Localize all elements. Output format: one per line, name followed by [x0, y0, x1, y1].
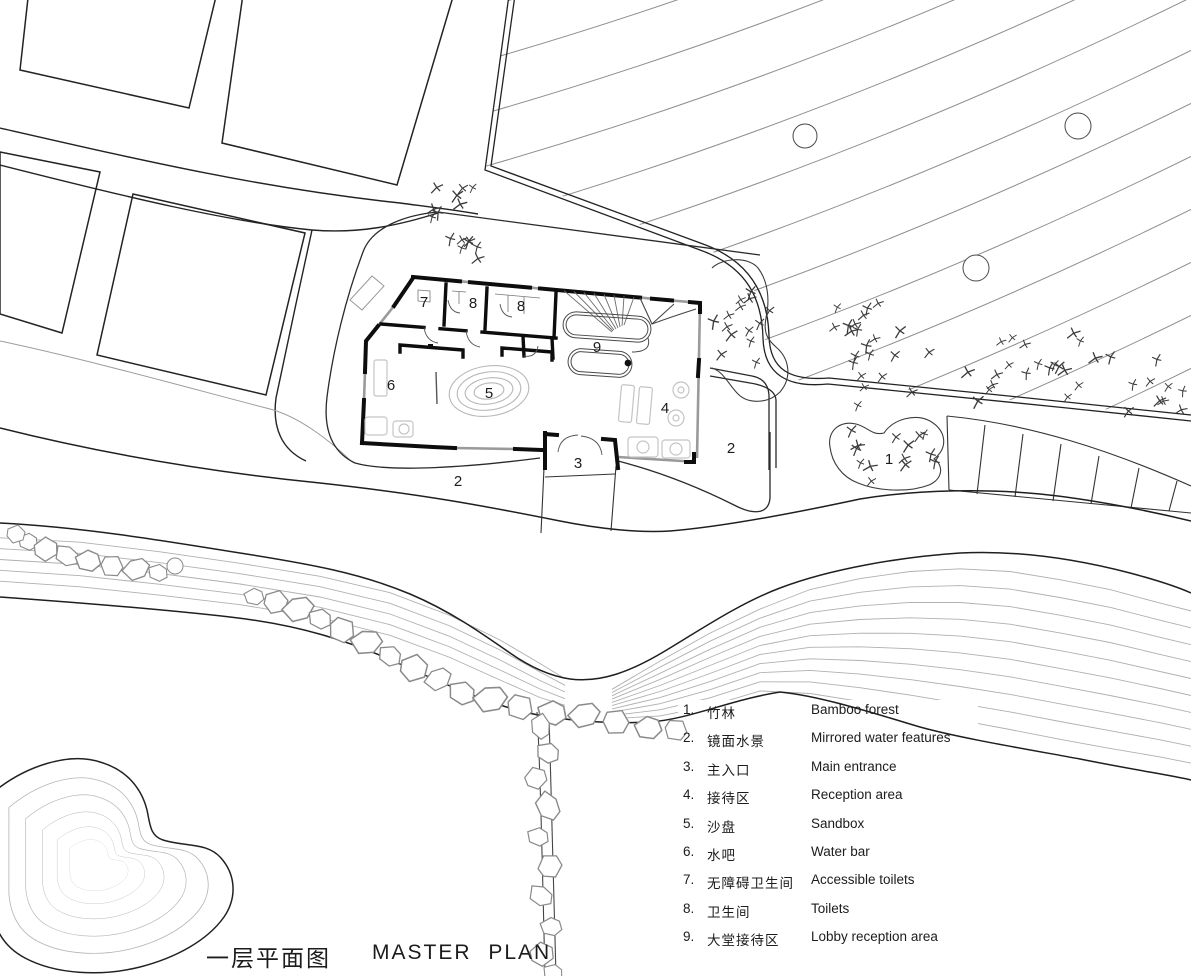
legend-cn: 接待区 [707, 791, 751, 807]
legend-cn: 镜面水景 [707, 734, 765, 750]
exterior-walls [359, 274, 702, 471]
stream-rocks [6, 524, 691, 976]
road-curve-diagonal [274, 229, 313, 462]
plan-number-labels: 7 8 8 9 6 5 4 3 2 2 1 [387, 294, 893, 490]
plaza-top-edge [437, 211, 761, 256]
legend-en: Main entrance [811, 758, 897, 774]
parcel-1 [19, 0, 216, 109]
corner-door-leaf [349, 275, 385, 311]
legend-row: 7. 无障碍卫生间 Accessible toilets [683, 872, 983, 900]
label-water-bar: 6 [387, 377, 395, 394]
interior-walls [379, 282, 558, 362]
shrub-blob-outline [711, 259, 789, 402]
legend-num: 1. [683, 702, 695, 717]
legend-cn: 主入口 [707, 762, 751, 778]
legend-num: 3. [683, 758, 695, 774]
legend-num: 8. [683, 900, 695, 916]
stream-lower-bank [0, 596, 1191, 781]
label-lobby: 9 [593, 339, 601, 356]
stepped-path-band [946, 415, 1191, 514]
legend-num: 5. [683, 815, 695, 831]
legend-cn: 沙盘 [707, 819, 736, 835]
plaza-left-edge [325, 211, 541, 469]
screen-line [435, 371, 438, 405]
legend-row: 6. 水吧 Water bar [683, 844, 983, 872]
door-arcs [423, 299, 603, 456]
bamboo-symbols [426, 181, 1190, 488]
legend-row: 4. 接待区 Reception area [683, 787, 983, 815]
legend-row: 8. 卫生间 Toilets [683, 901, 983, 929]
legend-cn: 竹林 [707, 706, 736, 721]
legend-backdrop [678, 700, 978, 960]
planting-areas [711, 259, 945, 491]
legend-row: 5. 沙盘 Sandbox [683, 816, 983, 844]
label-water-right: 2 [727, 440, 735, 457]
field-fence-outer [484, 0, 1191, 422]
toilet-stalls [417, 289, 541, 314]
field-fence-inner [490, 0, 1191, 416]
legend: 1. 竹林 Bamboo forest 2. 镜面水景 Mirrored water f… [683, 702, 983, 958]
garden-path-b [709, 375, 777, 468]
parcel-4 [96, 193, 306, 396]
label-toilet-b: 8 [517, 298, 525, 315]
label-bamboo-forest: 1 [885, 451, 893, 468]
parcel-2 [221, 0, 453, 186]
parcel-3 [0, 151, 101, 334]
legend-en: Mirrored water features [811, 730, 951, 746]
column-marker [428, 344, 433, 349]
legend-num: 2. [683, 730, 695, 746]
label-entrance: 3 [574, 455, 582, 472]
legend-en: Water bar [811, 843, 870, 859]
legend-en: Bamboo forest [811, 702, 899, 717]
sidewalk-line [0, 340, 351, 461]
legend-en: Toilets [811, 900, 850, 916]
legend-en: Accessible toilets [811, 872, 915, 888]
plaza-right-edge [617, 432, 771, 513]
road-edge-lower [0, 164, 439, 232]
stream [0, 522, 1191, 976]
building-plan [349, 274, 702, 534]
legend-cn: 水吧 [707, 847, 736, 863]
bamboo-forest-outline [829, 416, 945, 491]
legend-row: 3. 主入口 Main entrance [683, 759, 983, 787]
tree-circles [792, 112, 1092, 282]
legend-row: 2. 镜面水景 Mirrored water features [683, 730, 983, 758]
sandbox-ovals [448, 365, 530, 417]
pond [0, 757, 234, 974]
label-accessible-toilet: 7 [420, 294, 428, 311]
legend-num: 7. [683, 872, 695, 888]
legend-num: 9. [683, 929, 695, 945]
garden-path-a [709, 367, 770, 470]
parcels-and-roads [0, 0, 479, 462]
legend-cn: 大堂接待区 [707, 933, 780, 949]
label-water-left: 2 [454, 473, 462, 490]
entrance-walkway [540, 465, 617, 534]
plaza-boundary [325, 211, 777, 513]
legend-row: 1. 竹林 Bamboo forest [683, 702, 983, 730]
legend-en: Reception area [811, 787, 903, 803]
legend-num: 4. [683, 787, 695, 803]
legend-en: Sandbox [811, 815, 865, 831]
legend-cn: 卫生间 [707, 904, 751, 920]
reception-desk [562, 311, 652, 378]
window-walls [362, 280, 702, 463]
label-reception: 4 [661, 400, 669, 417]
legend-cn: 无障碍卫生间 [707, 876, 794, 892]
label-toilet-a: 8 [469, 295, 477, 312]
label-sandbox: 5 [485, 385, 493, 402]
main-road-edge [0, 427, 1191, 533]
legend-en: Lobby reception area [811, 929, 938, 945]
legend-num: 6. [683, 843, 695, 859]
legend-row: 9. 大堂接待区 Lobby reception area [683, 929, 983, 957]
round-rock [166, 557, 184, 575]
stair [563, 290, 697, 333]
furniture [364, 359, 691, 459]
stream-upper-bank [0, 522, 1191, 681]
